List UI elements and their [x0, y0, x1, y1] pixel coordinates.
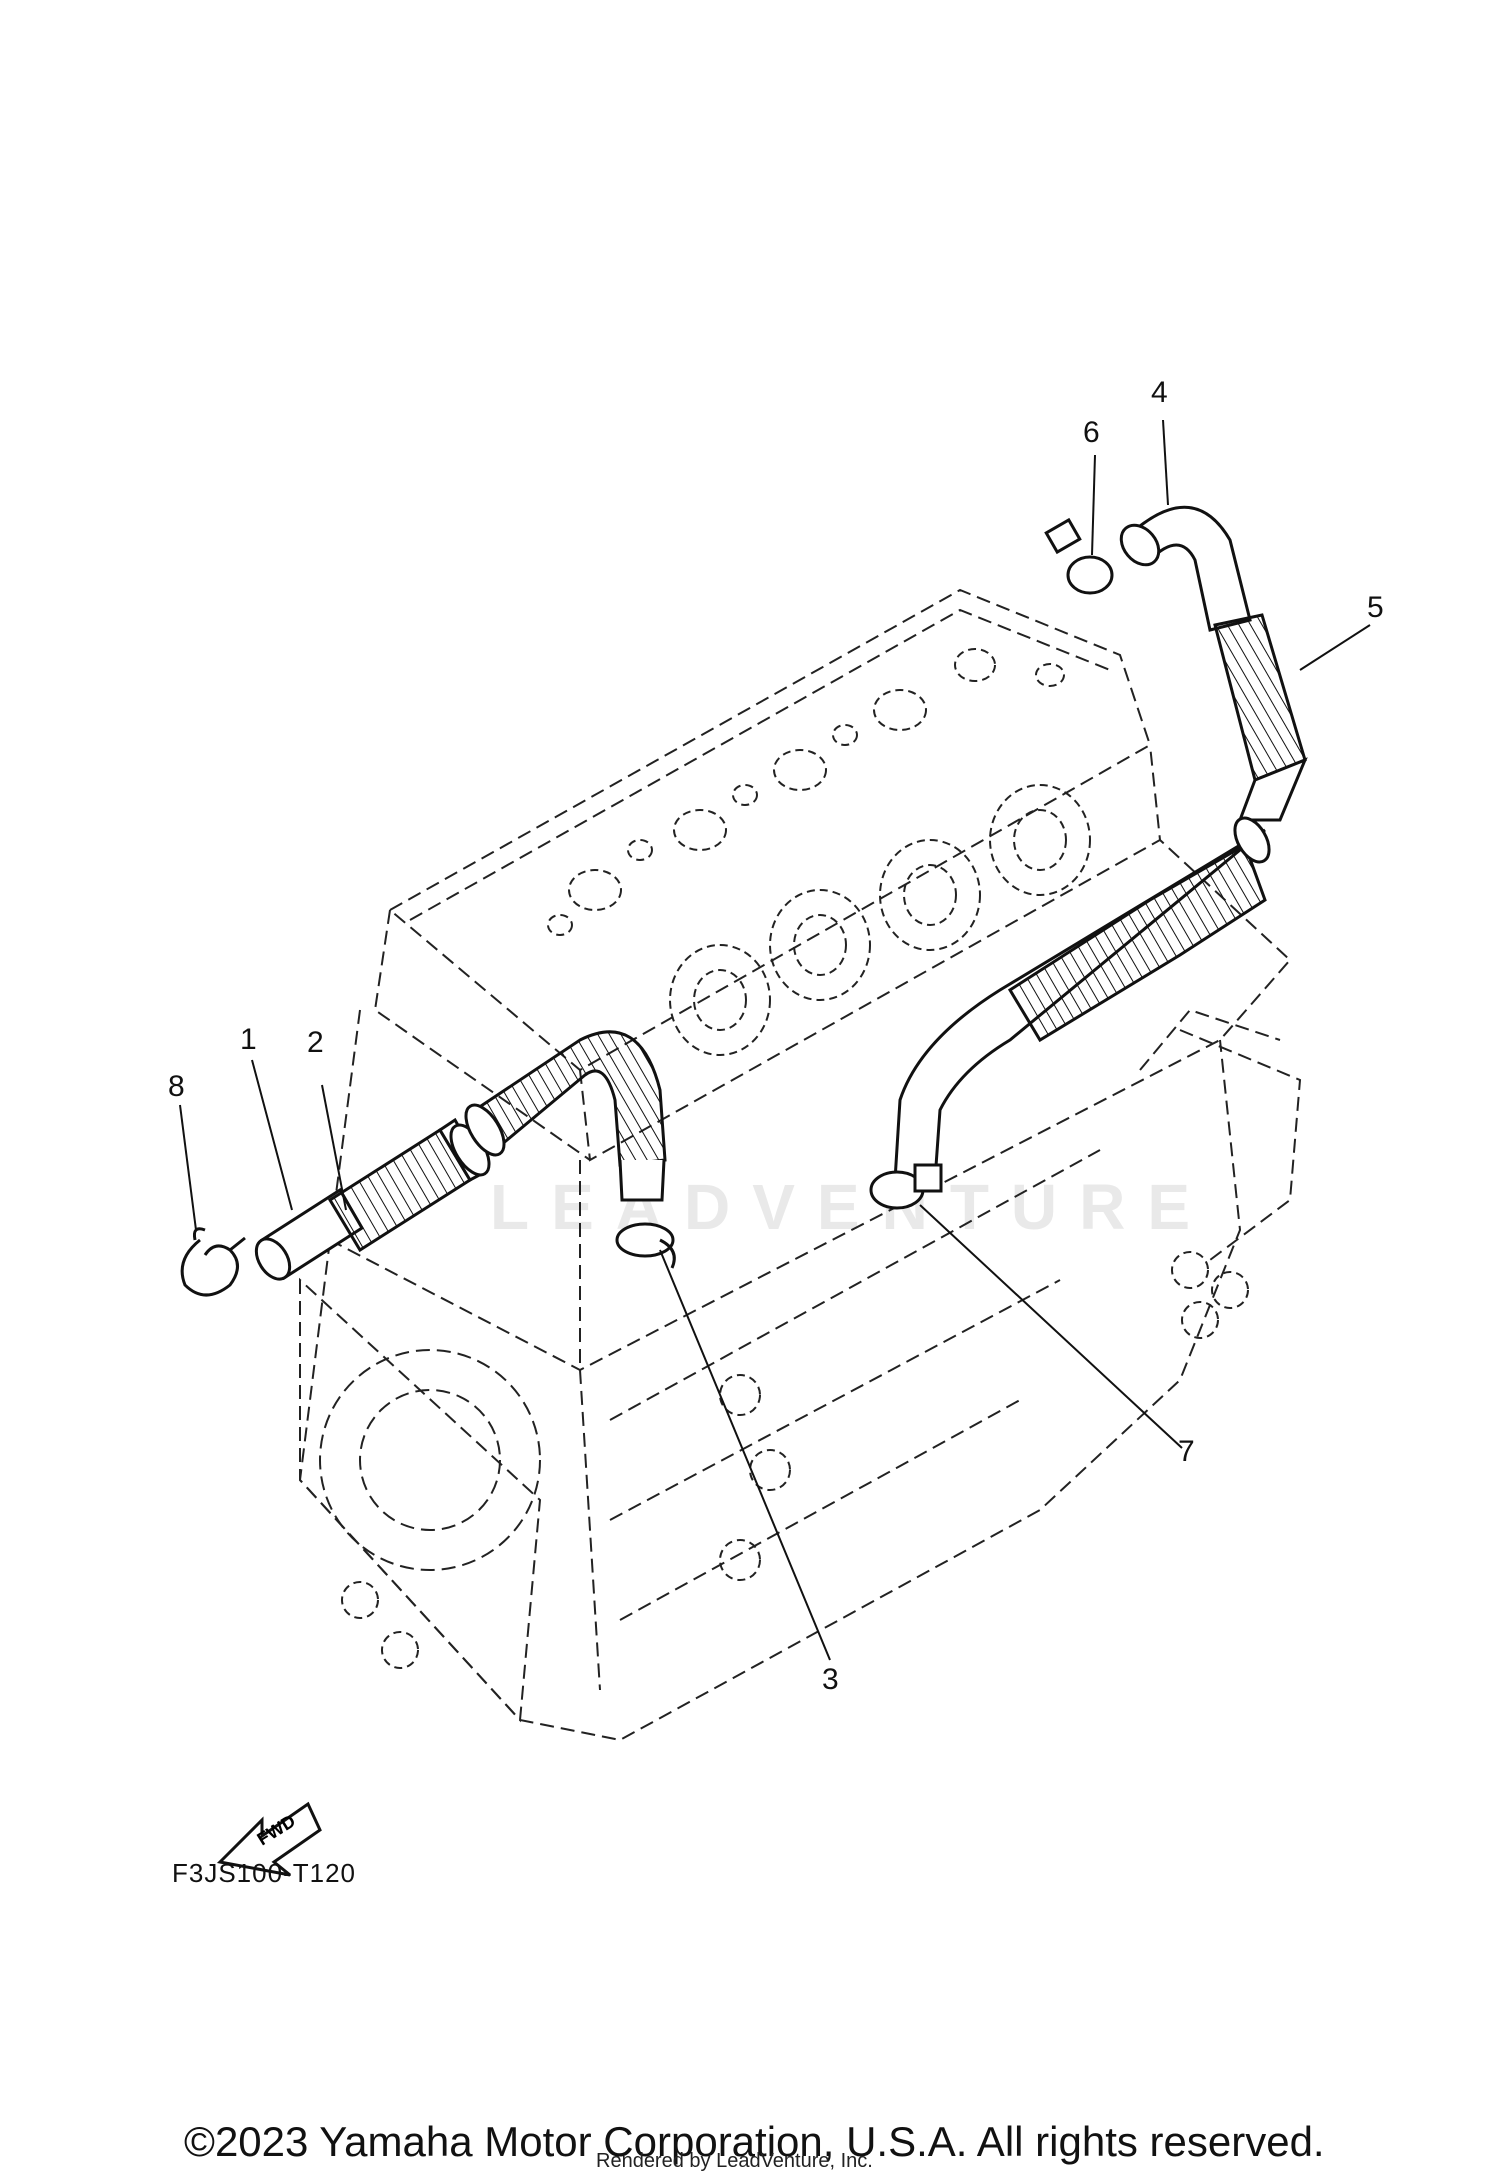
clamps — [180, 517, 1114, 1297]
callout-5: 5 — [1367, 591, 1384, 624]
callout-6: 6 — [1083, 416, 1100, 449]
callout-8: 8 — [168, 1070, 185, 1103]
hose-2 — [327, 1127, 473, 1253]
callout-1: 1 — [240, 1023, 257, 1056]
callout-2: 2 — [307, 1026, 324, 1059]
clip-8 — [180, 1238, 239, 1297]
head-ports — [341, 648, 1249, 1669]
rendered-by-note: Rendered by LeadVenture, Inc. — [596, 2150, 873, 2172]
callout-4: 4 — [1151, 376, 1168, 409]
corrugated-elbow — [473, 1030, 667, 1167]
callout-7: 7 — [1178, 1435, 1195, 1468]
clip-3 — [615, 1222, 675, 1258]
leader-lines — [179, 419, 1371, 1661]
diagram-code: F3JS100-T120 — [172, 1858, 356, 1888]
clamp-6 — [1066, 555, 1114, 595]
hose-4 — [1133, 505, 1252, 632]
copyright-notice: ©2023 Yamaha Motor Corporation, U.S.A. A… — [184, 2118, 1325, 2165]
hoses — [254, 505, 1308, 1281]
callout-3: 3 — [822, 1663, 839, 1696]
hose-5 — [1213, 613, 1307, 783]
leadventure-watermark: LEADVENTURE — [490, 1171, 1213, 1243]
